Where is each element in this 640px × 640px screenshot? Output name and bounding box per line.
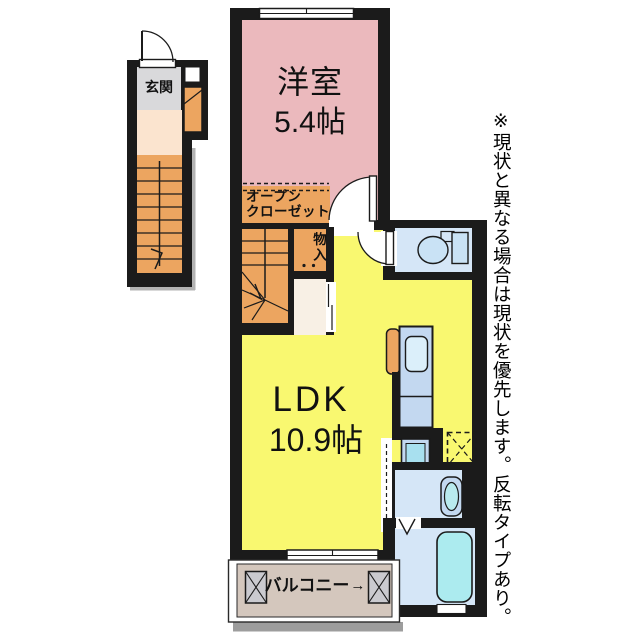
entrance-label: 玄関: [145, 79, 173, 95]
storage-closet: [294, 229, 326, 271]
refrigerator-space: [385, 328, 401, 375]
main-building: [230, 7, 487, 617]
stairs-arrow-icon: [249, 283, 263, 301]
meter-box: [185, 67, 200, 82]
kitchen: [385, 325, 443, 472]
storage-label: 物入: [311, 232, 326, 263]
shadow: [192, 148, 196, 290]
toilet-room: [357, 220, 480, 280]
shadow: [233, 622, 403, 632]
handle-dot: [311, 263, 316, 268]
western-room-size: 5.4帖: [274, 106, 346, 139]
open-closet-label-line2: クローゼット: [246, 204, 330, 219]
shadow: [130, 287, 195, 291]
disclaimer-text: ※現状と異なる場合は現状を優先します。反転タイプあり。: [491, 111, 513, 627]
bathtub-icon: [436, 531, 473, 603]
balcony-label-row: バルコニー→: [240, 576, 390, 596]
toilet-icon: [417, 230, 469, 265]
equipment-space-dashed-icon: [446, 431, 477, 467]
bathroom: [383, 517, 487, 617]
main-stairs: [241, 229, 289, 323]
western-room-window-icon: [258, 7, 355, 20]
balcony-pillar-left-icon: [244, 570, 268, 604]
kitchen-sink-icon: [404, 335, 429, 373]
corridor-sliding-door-icon: [326, 282, 336, 332]
stairs-down-arrow-icon: [150, 248, 164, 270]
open-closet-label-line1: オープン: [246, 189, 302, 204]
corridor-floor: [294, 279, 326, 335]
balcony-arrow-icon: →: [350, 577, 366, 595]
balcony-label: バルコニー: [264, 576, 350, 595]
open-closet-floor: [242, 186, 330, 223]
toilet-door-icon: [357, 230, 397, 266]
ldk-label: LDK: [272, 380, 350, 419]
entrance-unit: [127, 30, 208, 291]
ldk-size: 10.9帖: [268, 422, 364, 458]
entrance-stairs: [137, 155, 182, 273]
washroom-sliding-door-icon: [381, 438, 392, 532]
folding-door-icon: [396, 517, 421, 536]
handle-dot: [302, 263, 306, 268]
bathroom-window-icon: [436, 603, 467, 615]
western-room-label: 洋室: [276, 64, 343, 100]
vanity-sink-icon: [440, 476, 463, 517]
shoe-cabinet-icon: [183, 86, 203, 133]
entrance-door-icon: [138, 30, 177, 69]
western-room-door-icon: [328, 175, 378, 236]
entrance-hall: [137, 67, 181, 110]
balcony: [227, 559, 403, 632]
balcony-pillar-right-icon: [367, 570, 391, 604]
entrance-floor: [137, 110, 182, 155]
washroom: [383, 462, 487, 525]
